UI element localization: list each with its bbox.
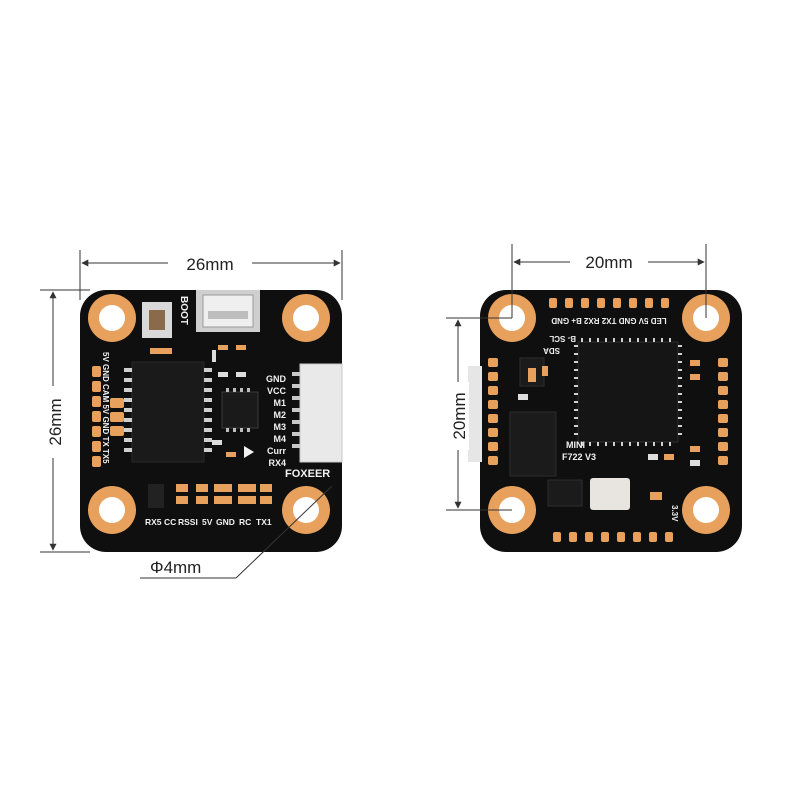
back-board: LED 5V GND TX2 RX2 B+ GND B- SCL SDA MIN…	[468, 290, 742, 552]
back-chip-bottom	[547, 479, 583, 507]
front-height-dim: 26mm	[46, 398, 65, 445]
bottom-label: RX5	[145, 517, 162, 527]
back-top-pads	[549, 298, 669, 308]
hole-diameter-dim: Φ4mm	[150, 558, 201, 577]
pin-label: M3	[273, 422, 286, 432]
front-board: BOOT	[80, 290, 343, 552]
scl-label: B- SCL	[549, 334, 576, 343]
bottom-pad-labels: RX5 CC RSSI 5V GND RC TX1	[145, 517, 272, 527]
jst-connector-slots	[292, 372, 300, 448]
small-ic-pins	[226, 388, 250, 432]
bottom-label: RSSI	[178, 517, 198, 527]
connector-pin-labels: GND VCC M1 M2 M3 M4 Curr RX4	[266, 374, 287, 468]
back-height-dim: 20mm	[450, 392, 469, 439]
front-left-pads	[92, 366, 124, 467]
front-components	[150, 345, 246, 457]
pin-label: GND	[266, 374, 287, 384]
small-ic	[221, 391, 259, 429]
mcu-chip	[577, 341, 679, 443]
brand-label: FOXEER	[285, 468, 330, 480]
front-mosfet	[148, 484, 164, 508]
front-width-dim: 26mm	[186, 255, 233, 274]
back-side-pads	[488, 358, 728, 542]
pin-label: M2	[273, 410, 286, 420]
back-top-labels: LED 5V GND TX2 RX2 B+ GND	[551, 316, 667, 325]
back-chip-left	[509, 411, 557, 477]
front-height-bg	[44, 386, 64, 458]
model-line1: MINI	[566, 440, 585, 450]
pin-label: M1	[273, 398, 286, 408]
front-bottom-pads	[176, 484, 272, 504]
bottom-label: RC	[239, 517, 251, 527]
mcu-pins	[574, 338, 682, 446]
driver-chip	[131, 361, 205, 463]
back-connector-edge	[468, 366, 482, 462]
jst-connector	[299, 363, 343, 463]
bottom-label: 5V	[202, 517, 213, 527]
bottom-label: CC	[164, 517, 176, 527]
pin-label: M4	[273, 434, 286, 444]
back-height-bg	[449, 382, 469, 450]
boot-button	[142, 302, 172, 338]
front-width-bg	[168, 254, 252, 274]
crystal	[590, 478, 630, 510]
usb-port	[196, 290, 260, 332]
voltage-label: 3.3V	[670, 505, 679, 522]
bottom-label: TX1	[256, 517, 272, 527]
pin-label: VCC	[267, 386, 287, 396]
back-width-bg	[570, 252, 648, 272]
model-line2: F722 V3	[562, 452, 596, 462]
pin-label: Curr	[267, 446, 286, 456]
arrow-marker-icon	[244, 446, 254, 458]
boot-label: BOOT	[178, 296, 189, 325]
back-width-dim: 20mm	[585, 253, 632, 272]
pin-label: RX4	[268, 458, 286, 468]
sda-label: SDA	[543, 346, 560, 355]
left-pads-label: 5V GND CAM 5V GND TX TX5	[101, 352, 110, 464]
front-dimension-lines	[40, 250, 343, 579]
bottom-label: GND	[216, 517, 235, 527]
driver-chip-pins	[124, 368, 212, 452]
back-components	[518, 360, 700, 500]
